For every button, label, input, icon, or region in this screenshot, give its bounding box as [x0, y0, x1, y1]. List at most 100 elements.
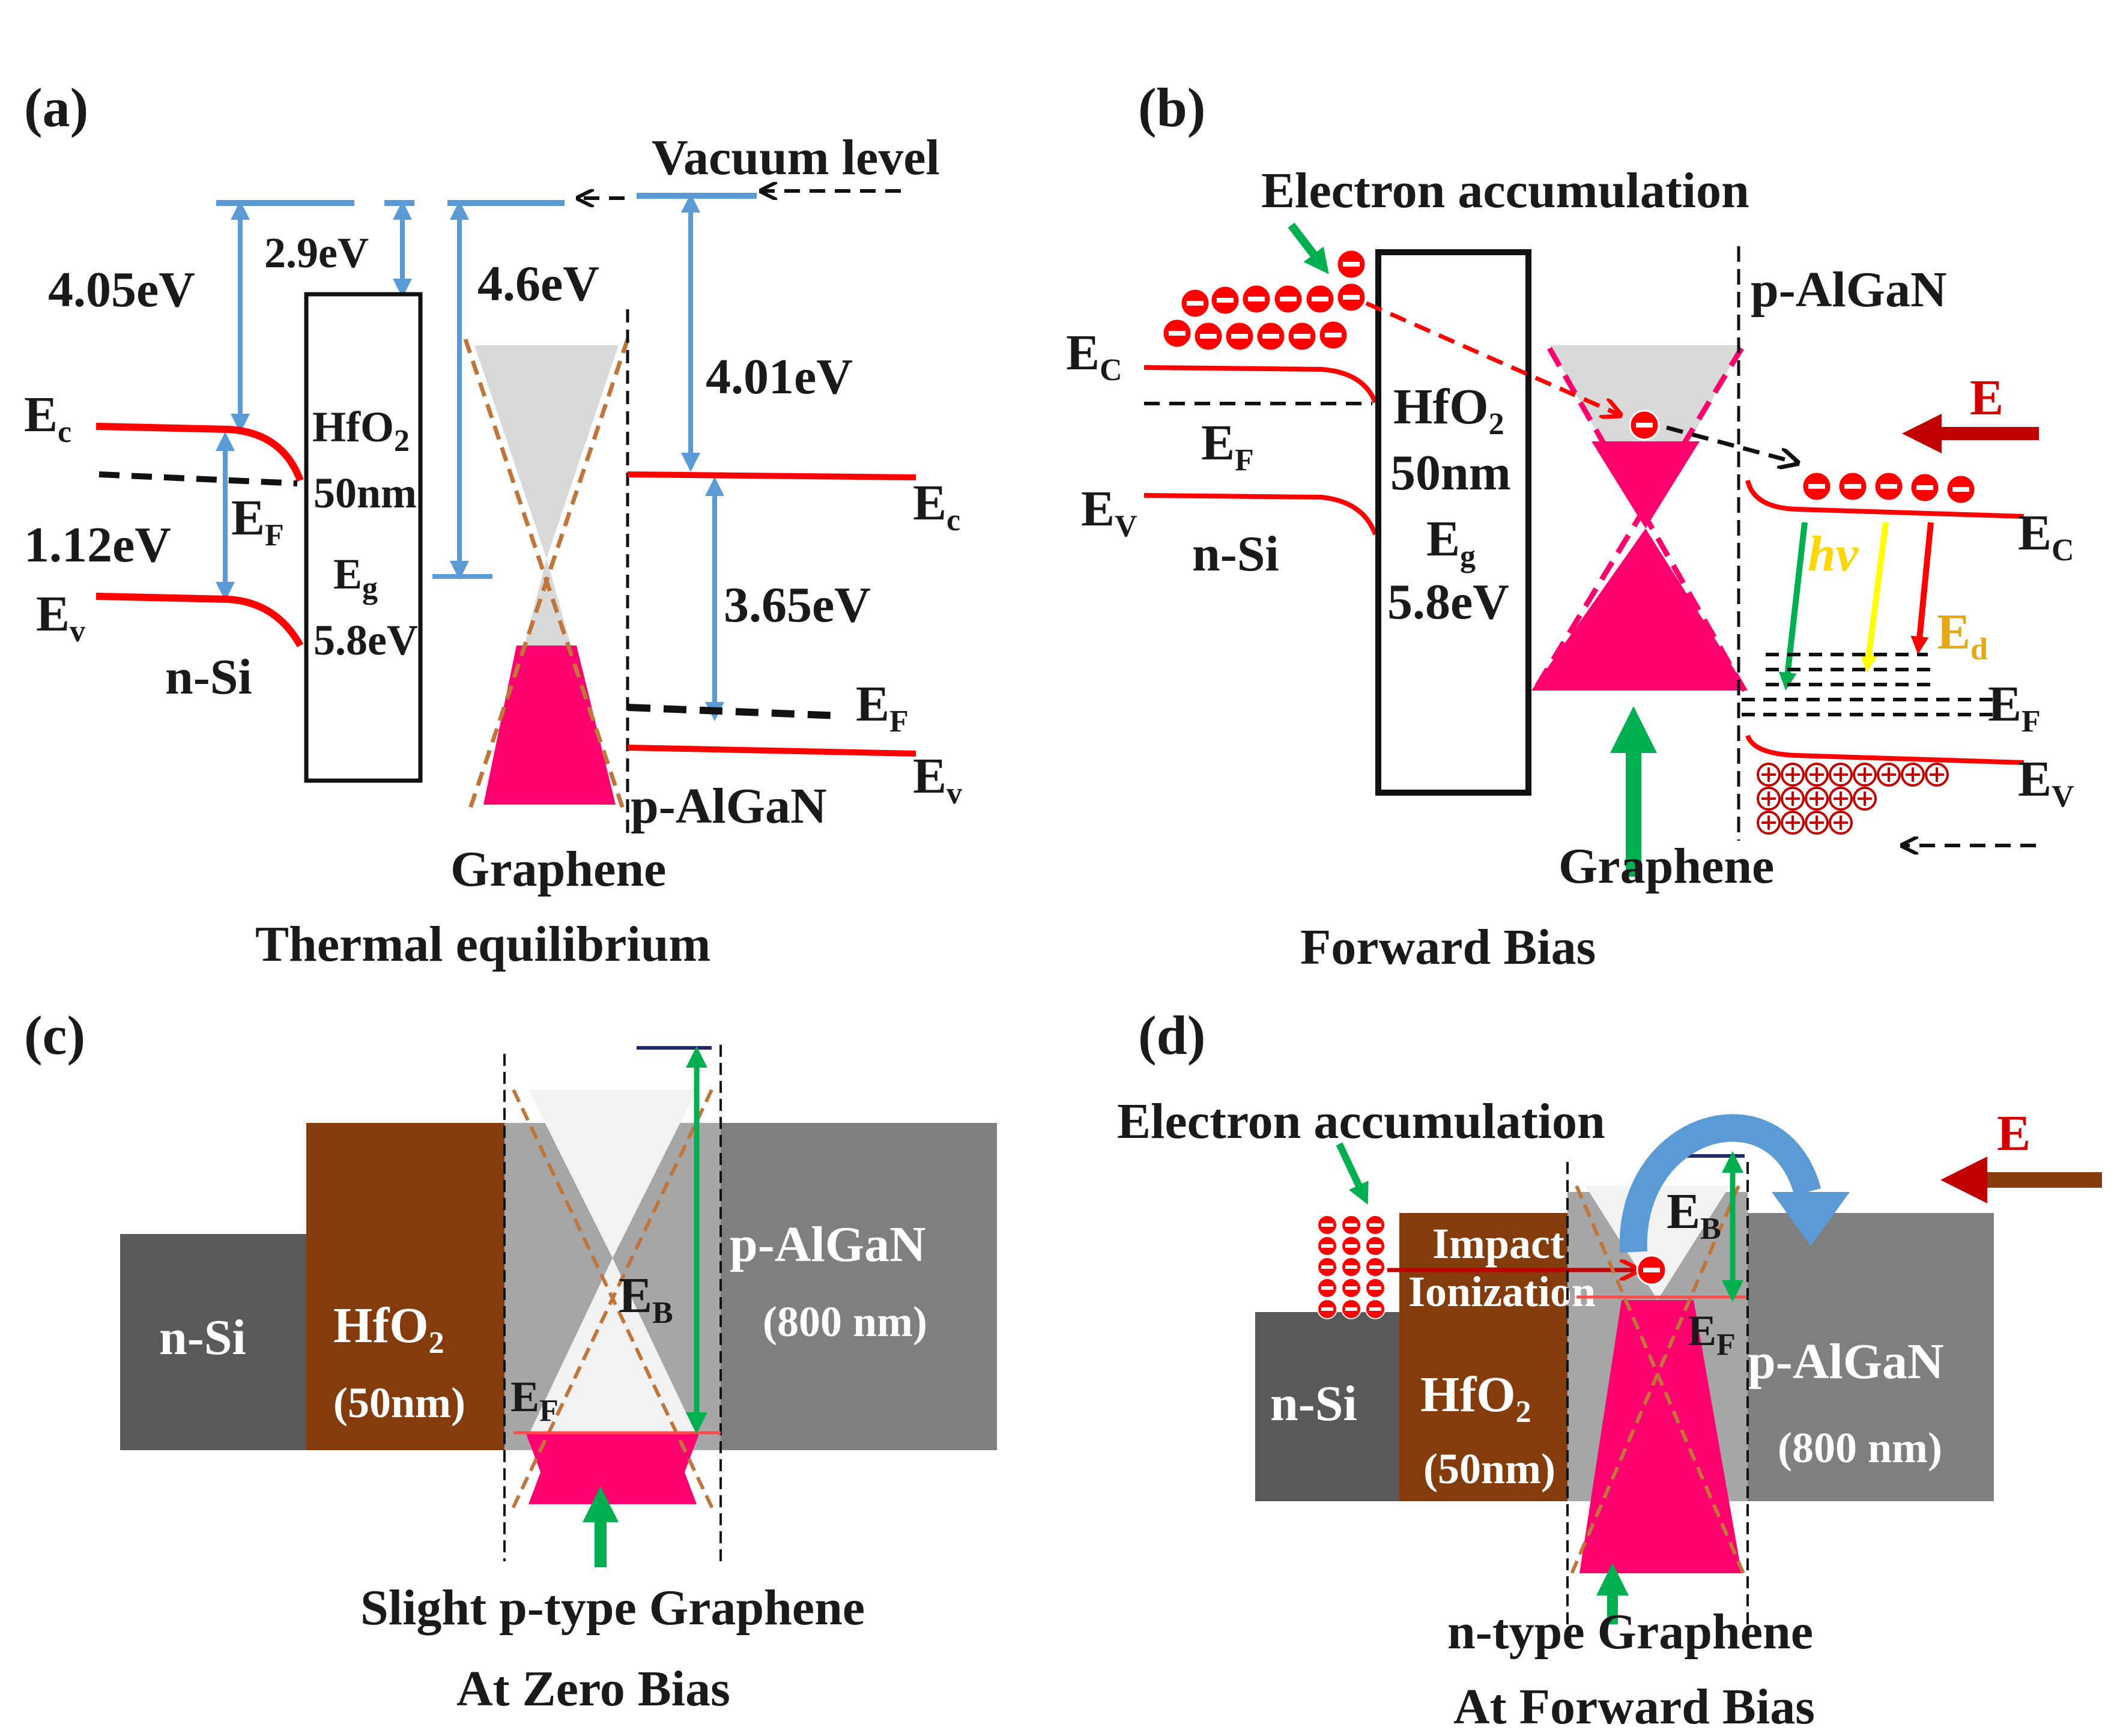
caption-c-line1: Slight p-type Graphene: [360, 1580, 865, 1636]
palgan-thickness-c: (800 nm): [763, 1298, 927, 1346]
algan-conduction-band: [627, 471, 916, 480]
ionization-label: Ionization: [1408, 1268, 1596, 1316]
dirac-cone-b: [1531, 345, 1748, 692]
electrons-algan-b: [1801, 471, 1976, 505]
nsi-label-a: n-Si: [165, 649, 252, 705]
hfo2-name-b: HfO2: [1393, 379, 1504, 441]
accumulation-arrow-b: [1288, 222, 1329, 274]
emission-curved-arrowhead-d: [1772, 1192, 1850, 1246]
si-fermi-level: [98, 471, 298, 486]
hfo2-layer-d: [1399, 1213, 1567, 1501]
ev-right-label-b: EV: [2018, 751, 2074, 814]
panel-c-label: (c): [24, 1005, 85, 1066]
algan-affinity-label: 4.01eV: [706, 349, 853, 405]
dirac-cone-c: [509, 1089, 716, 1514]
ev-left-label: Ev: [36, 586, 85, 649]
palgan-label-b: p-AlGaN: [1751, 262, 1947, 318]
hv-label: hv: [1808, 526, 1859, 582]
panel-b: (b) Electron accumulation EC EF EV n-Si: [1066, 77, 2074, 975]
caption-a: Thermal equilibrium: [255, 916, 710, 972]
panel-c: (c) n-Si HfO2 (50nm) p-AlGaN (800 nm) EB…: [24, 1005, 997, 1717]
tunneling-arrow-b: [1365, 301, 1619, 414]
field-label-b: E: [1970, 370, 2003, 426]
ec-right-label: Ec: [913, 475, 960, 537]
algan-conduction-band-b: [1745, 479, 2025, 519]
eg-value-b: 5.8eV: [1387, 574, 1509, 630]
ef-right-label-b: EF: [1988, 676, 2041, 739]
palgan-layer-d: [1748, 1213, 1994, 1501]
emission-curved-arrow-d: [1619, 1114, 1822, 1253]
graphene-wf-label: 4.6eV: [477, 256, 599, 312]
algan-valence-band: [627, 745, 916, 757]
si-conduction-band: [95, 423, 304, 482]
vacuum-level-lines: [216, 193, 757, 206]
algan-valence-band-b: [1745, 734, 2025, 765]
palgan-layer-c: [721, 1123, 997, 1450]
vacuum-level-label: Vacuum level: [652, 130, 940, 186]
panel-d: (d) Electron accumulation E Impact Ioniz…: [1117, 1005, 2102, 1735]
ec-left-label-b: EC: [1066, 325, 1122, 387]
electron-cloud-d: [1317, 1215, 1386, 1319]
si-valence-band: [95, 593, 304, 647]
electron-cloud-b: [1161, 249, 1367, 352]
palgan-label-d: p-AlGaN: [1748, 1334, 1944, 1390]
si-gap-label: 1.12eV: [24, 517, 171, 573]
nsi-label-d: n-Si: [1270, 1376, 1357, 1432]
panel-a-label: (a): [24, 77, 88, 138]
defect-levels-b: [1742, 653, 1994, 716]
eg-label-b: Eg: [1426, 511, 1476, 573]
electron-accumulation-b: Electron accumulation: [1261, 163, 1749, 219]
si-affinity-label: 4.05eV: [48, 262, 195, 318]
caption-d-line2: At Forward Bias: [1453, 1679, 1815, 1735]
hfo2-name-c: HfO2: [333, 1298, 444, 1360]
graphene-label-a: Graphene: [450, 841, 666, 897]
caption-c-line2: At Zero Bias: [456, 1661, 730, 1717]
hfo2-affinity-label: 2.9eV: [264, 229, 369, 277]
nsi-label-b: n-Si: [1192, 526, 1279, 582]
caption-b: Forward Bias: [1300, 919, 1596, 975]
ef-left-label: EF: [231, 490, 284, 552]
eg-label-a: Eg: [333, 550, 378, 605]
hfo2-thickness-b: 50nm: [1390, 445, 1511, 501]
impact-label: Impact: [1432, 1220, 1564, 1268]
hfo2-name-d: HfO2: [1420, 1367, 1531, 1429]
ef-label-c: EF: [510, 1373, 559, 1428]
dirac-cone-d: [1569, 1185, 1746, 1577]
ef-right-label: EF: [856, 676, 909, 739]
ec-left-label: Ec: [24, 387, 71, 449]
graphene-label-b: Graphene: [1558, 838, 1774, 894]
ec-right-label-b: EC: [2018, 505, 2074, 567]
si-conduction-band-b: [1143, 365, 1378, 404]
electron-accumulation-d: Electron accumulation: [1117, 1093, 1605, 1149]
hfo2-thickness-d: (50nm): [1423, 1445, 1555, 1493]
hfo2-thickness-a: 50nm: [313, 469, 417, 517]
algan-fermi-level: [627, 704, 841, 719]
ev-left-label-b: EV: [1081, 481, 1137, 543]
dirac-cone-a: [463, 338, 630, 815]
nsi-layer-d: [1255, 1312, 1399, 1501]
hfo2-name-a: HfO2: [312, 403, 410, 458]
nsi-layer-c: [120, 1234, 306, 1450]
caption-d-line1: n-type Graphene: [1447, 1604, 1813, 1660]
hfo2-box-a: [304, 292, 423, 783]
panel-a: (a) Vacuum level 4.05eV 2.9eV 4.6eV 4.01…: [24, 77, 962, 972]
algan-gap-label: 3.65eV: [724, 577, 871, 633]
hfo2-layer-c: [306, 1123, 504, 1450]
palgan-label-c: p-AlGaN: [730, 1217, 926, 1272]
eg-value-a: 5.8eV: [313, 616, 418, 664]
ev-right-label: Ev: [913, 748, 962, 811]
si-valence-band-b: [1143, 493, 1378, 536]
emission-arrow-green: [1778, 522, 1808, 691]
emission-arrow-red: [1910, 522, 1934, 655]
accumulation-arrow-d: [1336, 1142, 1369, 1205]
panel-b-label: (b): [1138, 77, 1205, 138]
palgan-label-a: p-AlGaN: [631, 778, 827, 834]
ef-left-label-b: EF: [1201, 415, 1254, 477]
graphene-electron-d: [1636, 1254, 1667, 1286]
eb-label-c: EB: [619, 1268, 673, 1330]
palgan-thickness-d: (800 nm): [1778, 1424, 1942, 1472]
emission-arrow-yellow: [1860, 522, 1889, 673]
graphene-electron-b: [1629, 410, 1660, 441]
nsi-label-c: n-Si: [159, 1310, 246, 1366]
